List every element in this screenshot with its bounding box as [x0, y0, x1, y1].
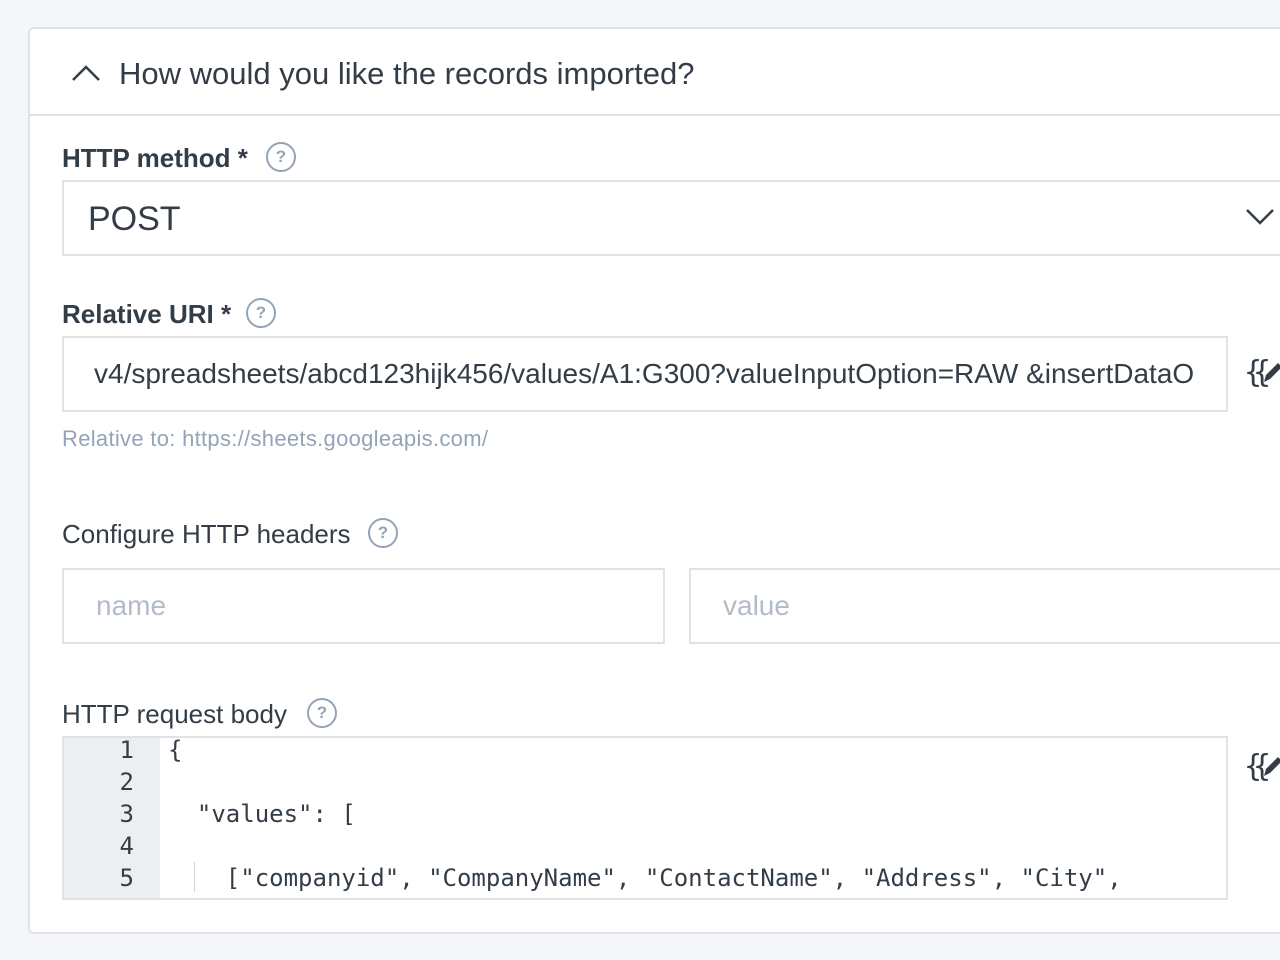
- http-method-label: HTTP method *: [62, 143, 248, 173]
- line-number: 5: [119, 864, 134, 892]
- handlebars-editor-icon[interactable]: { {: [1244, 746, 1280, 786]
- request-body-editor[interactable]: 1 2 3 4 5 { "values": [ ["companyid", "C…: [62, 736, 1228, 900]
- code-line: {: [168, 736, 183, 764]
- line-number: 4: [119, 832, 134, 860]
- question-circle-icon[interactable]: ?: [307, 698, 337, 728]
- header-value-placeholder: value: [723, 590, 790, 621]
- svg-text:{: {: [1253, 749, 1271, 784]
- header-value-input[interactable]: value: [689, 568, 1280, 644]
- svg-text:{: {: [1244, 749, 1262, 784]
- chevron-up-icon[interactable]: [70, 63, 102, 83]
- svg-text:{: {: [1253, 355, 1271, 390]
- http-method-select[interactable]: POST: [62, 180, 1280, 256]
- section-title: How would you like the records imported?: [119, 56, 695, 91]
- relative-uri-label: Relative URI *: [62, 299, 232, 329]
- header-name-input[interactable]: name: [62, 568, 665, 644]
- http-headers-label: Configure HTTP headers: [62, 519, 351, 549]
- header-name-placeholder: name: [96, 590, 167, 621]
- relative-uri-value: v4/spreadsheets/abcd123hijk456/values/A1…: [94, 358, 1195, 389]
- line-number: 3: [119, 800, 134, 828]
- relative-uri-input[interactable]: v4/spreadsheets/abcd123hijk456/values/A1…: [62, 336, 1228, 412]
- chevron-down-icon[interactable]: [1244, 207, 1276, 227]
- http-method-value: POST: [88, 200, 181, 238]
- question-circle-icon[interactable]: ?: [368, 518, 398, 548]
- line-number-gutter: [64, 738, 160, 898]
- code-line: "values": [: [168, 800, 356, 828]
- line-number: 2: [119, 768, 134, 796]
- code-line: ["companyid", "CompanyName", "ContactNam…: [168, 864, 1122, 892]
- indent-guide: [194, 862, 195, 892]
- section-header[interactable]: How would you like the records imported?: [30, 29, 1280, 116]
- svg-text:{: {: [1244, 355, 1262, 390]
- handlebars-editor-icon[interactable]: { {: [1244, 352, 1280, 392]
- question-circle-icon[interactable]: ?: [266, 142, 296, 172]
- question-circle-icon[interactable]: ?: [246, 298, 276, 328]
- line-number: 1: [119, 736, 134, 764]
- relative-uri-hint: Relative to: https://sheets.googleapis.c…: [62, 426, 489, 451]
- request-body-label: HTTP request body: [62, 699, 287, 729]
